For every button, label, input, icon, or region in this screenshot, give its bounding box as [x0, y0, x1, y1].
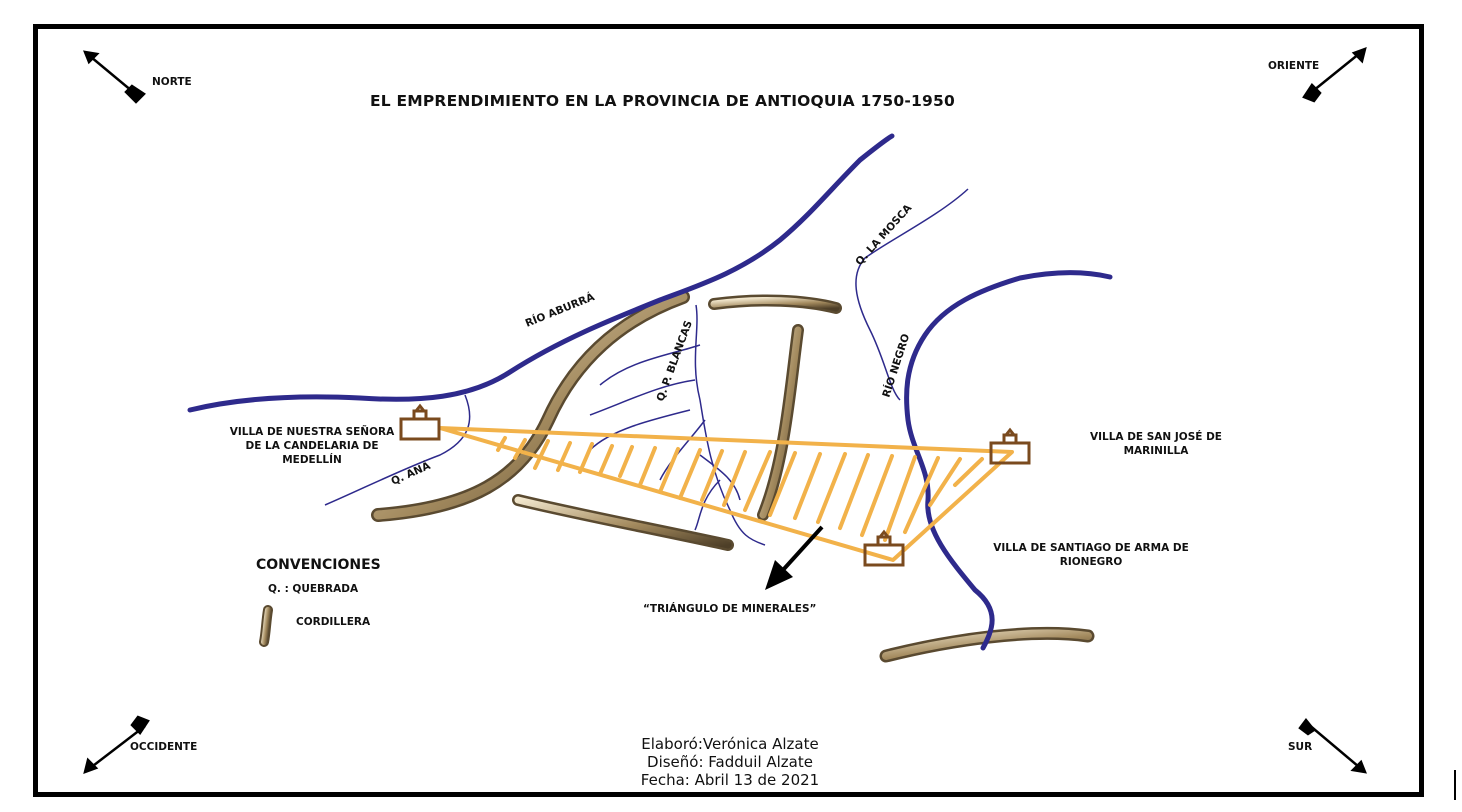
credit-design: Diseñó: Fadduil Alzate — [647, 753, 813, 771]
town-icon-marinilla — [989, 427, 1031, 465]
minerals-triangle — [438, 426, 1014, 562]
edge-marker — [1454, 770, 1462, 800]
triangle-pointer-arrow-icon — [765, 525, 824, 590]
label-river-aburra: RÍO ABURRÁ — [523, 290, 597, 330]
south-arrow-icon — [1298, 717, 1367, 774]
label-stream-la-mosca: Q. LA MOSCA — [853, 202, 915, 269]
label-marinilla: VILLA DE SAN JOSÉ DE MARINILLA — [1090, 431, 1222, 457]
label-medellin: VILLA DE NUESTRA SEÑORA DE LA CANDELARIA… — [229, 426, 395, 466]
legend-quebrada: Q. : QUEBRADA — [268, 583, 359, 595]
river-negro — [904, 270, 1113, 651]
stream-ana — [324, 394, 471, 506]
east-arrow-icon — [1302, 47, 1367, 103]
label-stream-p-blancas: Q. P. BLANCAS — [655, 319, 695, 403]
town-icon-rionegro — [863, 529, 905, 567]
cordillera-west — [371, 290, 690, 522]
legend-cordillera: CORDILLERA — [296, 616, 371, 628]
stream-p-blancas — [694, 304, 766, 546]
label-north: NORTE — [152, 76, 192, 88]
town-icon-medellin — [399, 403, 441, 441]
north-arrow-icon — [83, 50, 146, 104]
map-frame — [33, 24, 1424, 797]
credit-date: Fecha: Abril 13 de 2021 — [640, 771, 820, 789]
label-east: ORIENTE — [1268, 60, 1320, 72]
west-arrow-icon — [83, 715, 150, 774]
label-west: OCCIDENTE — [130, 741, 198, 753]
map-title: EL EMPRENDIMIENTO EN LA PROVINCIA DE ANT… — [370, 92, 955, 110]
legend-title: CONVENCIONES — [256, 557, 381, 573]
river-aburra — [187, 133, 895, 413]
credits: Elaboró:Verónica Alzate Diseñó: Fadduil … — [560, 735, 900, 789]
stream-la-mosca — [855, 188, 969, 401]
label-rionegro: VILLA DE SANTIAGO DE ARMA DE RIONEGRO — [993, 542, 1189, 568]
label-south: SUR — [1288, 741, 1313, 753]
credit-made-by: Elaboró:Verónica Alzate — [641, 735, 819, 753]
label-minerals-triangle: “TRIÁNGULO DE MINERALES” — [643, 603, 817, 615]
